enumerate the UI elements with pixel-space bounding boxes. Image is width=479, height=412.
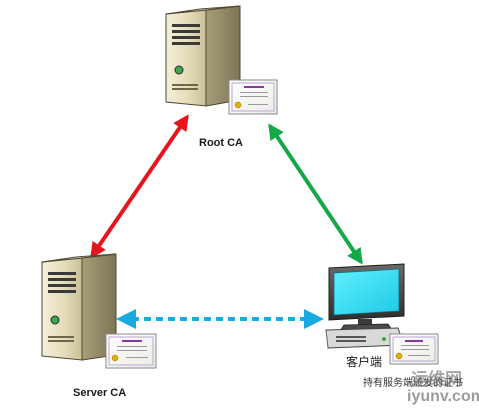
server-ca-certificate-icon bbox=[105, 333, 157, 369]
watermark-text: 运维网 bbox=[411, 370, 462, 390]
watermark-url: iyunv.com bbox=[407, 388, 479, 405]
root-ca-certificate-icon bbox=[228, 79, 278, 115]
client-label: 客户端 bbox=[346, 355, 383, 369]
client-certificate-icon bbox=[389, 333, 439, 365]
client-certificate-caption: 持有服务端颁发的证书 bbox=[363, 378, 463, 389]
server-ca-server-icon bbox=[41, 253, 117, 361]
root-ca-label: Root CA bbox=[199, 137, 243, 149]
connection-root-client bbox=[268, 123, 363, 265]
connection-root-server bbox=[90, 114, 189, 259]
client-desktop-computer-icon bbox=[325, 263, 405, 352]
server-ca-label: Server CA bbox=[73, 387, 127, 399]
